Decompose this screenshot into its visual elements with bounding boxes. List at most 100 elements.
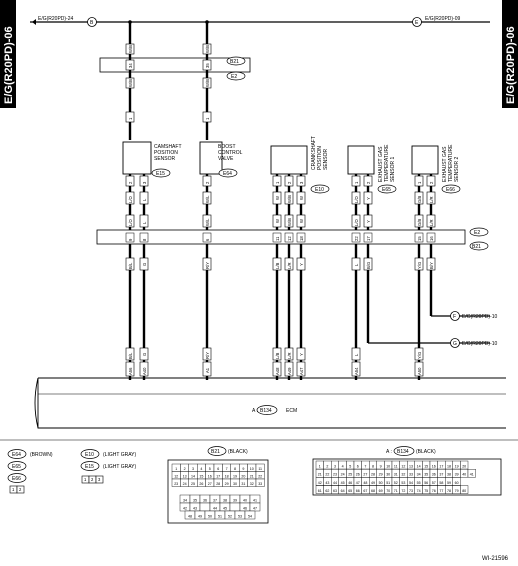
boost-valve (199, 141, 223, 175)
svg-text:6: 6 (205, 238, 210, 241)
svg-text:POSITION: POSITION (154, 150, 178, 156)
svg-text:79: 79 (455, 489, 459, 493)
svg-text:11: 11 (394, 464, 398, 468)
svg-text:L/R: L/R (429, 219, 434, 226)
svg-text:L: L (142, 198, 147, 201)
svg-text:L/O: L/O (128, 219, 133, 226)
svg-text:10: 10 (386, 464, 390, 468)
svg-text:34: 34 (417, 473, 421, 477)
svg-text:W/B: W/B (287, 218, 292, 226)
svg-text:13: 13 (183, 474, 187, 478)
svg-text:W/L: W/L (205, 195, 210, 203)
svg-text:35: 35 (424, 473, 428, 477)
svg-text:15: 15 (424, 464, 428, 468)
svg-text:39: 39 (455, 473, 459, 477)
svg-text:40: 40 (243, 498, 247, 502)
conn-b-label: B (90, 20, 94, 26)
svg-text:21: 21 (318, 473, 322, 477)
svg-text:36: 36 (432, 473, 436, 477)
svg-text:68: 68 (371, 489, 375, 493)
svg-text:54: 54 (409, 481, 413, 485)
svg-text:67: 67 (363, 489, 367, 493)
svg-text:28: 28 (371, 473, 375, 477)
svg-text:POSITION: POSITION (317, 146, 323, 170)
svg-text:53: 53 (238, 514, 242, 518)
svg-text:E64: E64 (12, 452, 21, 458)
svg-text:Y: Y (299, 263, 304, 266)
svg-text:E65: E65 (12, 464, 21, 470)
svg-text:W/B: W/B (205, 79, 210, 87)
branch-f-ref: E/G(R20PD)-10 (462, 314, 498, 320)
svg-text:62: 62 (325, 489, 329, 493)
svg-text:8: 8 (372, 464, 374, 468)
svg-text:B/L: B/L (128, 352, 133, 359)
svg-text:SENSOR: SENSOR (323, 148, 329, 170)
crank-code: E10 (315, 187, 324, 193)
svg-text:18: 18 (447, 464, 451, 468)
svg-text:16: 16 (432, 464, 436, 468)
svg-text:5: 5 (209, 467, 211, 471)
svg-text:2: 2 (184, 467, 186, 471)
svg-text:18: 18 (225, 474, 229, 478)
svg-text:7: 7 (364, 464, 366, 468)
egt-sensor-2 (411, 145, 439, 175)
svg-text:2: 2 (366, 181, 371, 184)
ecm-box (34, 377, 506, 429)
upper-connector (99, 57, 251, 73)
svg-text:49: 49 (371, 481, 375, 485)
svg-text:16: 16 (208, 474, 212, 478)
svg-text:L: L (354, 263, 359, 266)
svg-text:35: 35 (205, 63, 210, 68)
svg-text:63: 63 (333, 489, 337, 493)
svg-text:17: 17 (439, 464, 443, 468)
svg-text:57: 57 (432, 481, 436, 485)
crankshaft-sensor (270, 145, 308, 175)
svg-text:24: 24 (183, 482, 187, 486)
svg-text:38: 38 (223, 498, 227, 502)
svg-text:W: W (275, 196, 280, 200)
svg-text:33: 33 (258, 482, 262, 486)
svg-text:26: 26 (199, 482, 203, 486)
svg-text:45: 45 (341, 481, 345, 485)
upper-conn-bottom: E2 (231, 74, 237, 80)
svg-text:44: 44 (213, 506, 217, 510)
svg-text:11: 11 (258, 467, 262, 471)
svg-text:48: 48 (363, 481, 367, 485)
svg-text:(BLACK): (BLACK) (416, 449, 436, 455)
svg-text:75: 75 (424, 489, 428, 493)
svg-text:65: 65 (348, 489, 352, 493)
svg-text:41: 41 (253, 498, 257, 502)
camshaft-code: E15 (156, 171, 165, 177)
upper-conn-top: B21 (230, 59, 239, 65)
svg-text:E15: E15 (85, 464, 94, 470)
svg-text:22: 22 (354, 236, 359, 241)
svg-text:16: 16 (429, 236, 434, 241)
egt1-label: EXHAUST GAS (378, 146, 384, 182)
svg-text:14: 14 (417, 464, 421, 468)
svg-text:1: 1 (205, 117, 210, 120)
conn-e-circle (412, 17, 422, 27)
conn-f-label: F (453, 314, 456, 320)
svg-text:1: 1 (275, 181, 280, 184)
svg-text:46: 46 (348, 481, 352, 485)
svg-text:2: 2 (205, 181, 210, 184)
svg-text:72: 72 (401, 489, 405, 493)
svg-text:1: 1 (12, 487, 15, 492)
svg-text:15: 15 (417, 236, 422, 241)
svg-text:A56: A56 (128, 367, 133, 375)
svg-text:40: 40 (462, 473, 466, 477)
svg-text:2: 2 (287, 181, 292, 184)
svg-text:30: 30 (233, 482, 237, 486)
svg-text:74: 74 (417, 489, 421, 493)
svg-text:53: 53 (401, 481, 405, 485)
svg-text:52: 52 (228, 514, 232, 518)
svg-text:G: G (142, 263, 147, 266)
svg-text:A49: A49 (287, 367, 292, 375)
svg-text:22: 22 (258, 474, 262, 478)
svg-text:25: 25 (348, 473, 352, 477)
svg-text:77: 77 (439, 489, 443, 493)
egt2-code: E66 (446, 187, 455, 193)
svg-text:G/B: G/B (417, 219, 422, 226)
